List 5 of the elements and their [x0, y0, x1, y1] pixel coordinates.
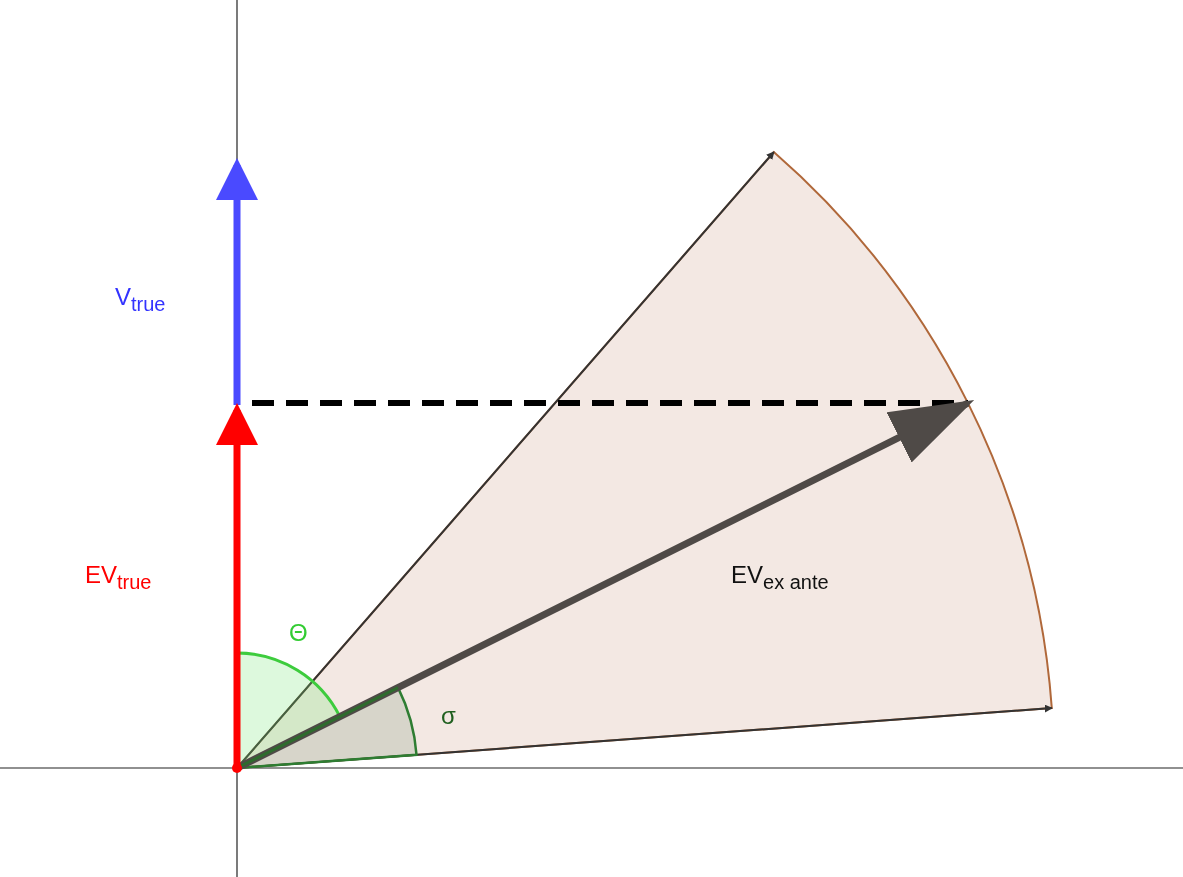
vector-label: EV$_{ex ante}$: [731, 562, 829, 593]
vector-label: V$_{true}$: [115, 284, 166, 315]
vector-label: EV$_{true}$: [85, 562, 152, 593]
angle-label: Θ: [289, 620, 308, 647]
angle-label: σ: [441, 703, 456, 730]
